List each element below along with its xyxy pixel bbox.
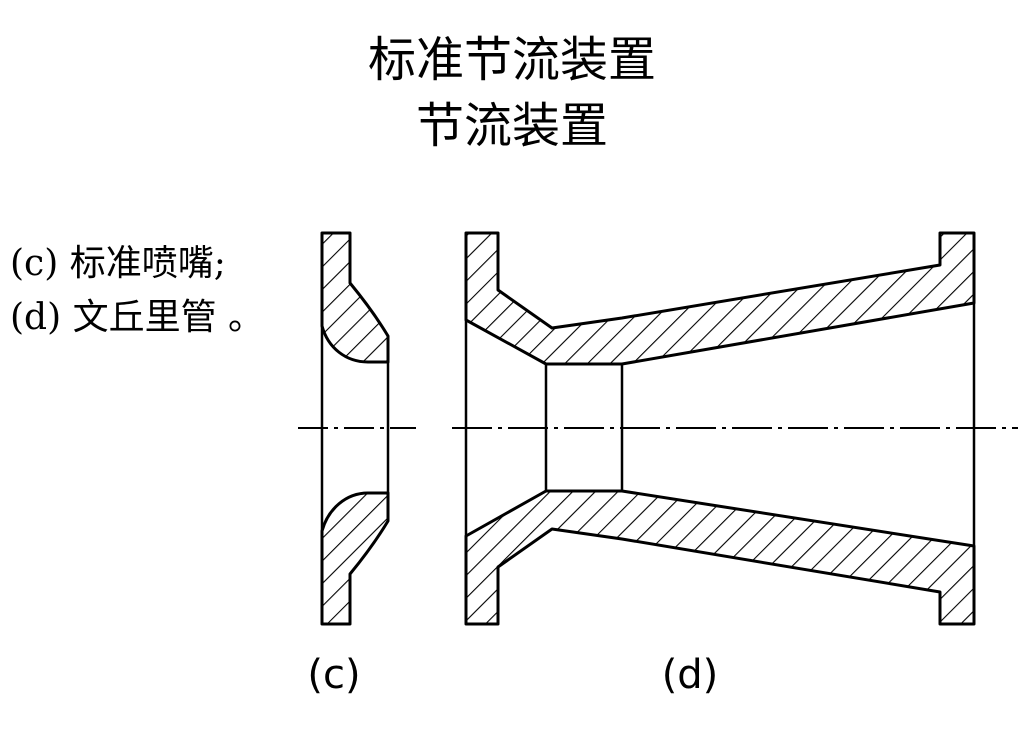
page-title: 标准节流装置: [367, 32, 656, 88]
label-d: (d): [662, 652, 719, 698]
venturi-top-section: [464, 231, 976, 366]
nozzle-bottom-section: [320, 491, 390, 626]
venturi-drawing: [464, 231, 976, 626]
nozzle-drawing: [320, 231, 390, 626]
label-c: (c): [307, 652, 360, 698]
venturi-bottom-section: [464, 489, 976, 626]
caption-nozzle: (c) 标准喷嘴;: [10, 243, 226, 284]
caption-venturi: (d) 文丘里管 。: [10, 297, 265, 338]
nozzle-top-section: [320, 231, 390, 364]
page-subtitle: 节流装置: [415, 98, 608, 154]
